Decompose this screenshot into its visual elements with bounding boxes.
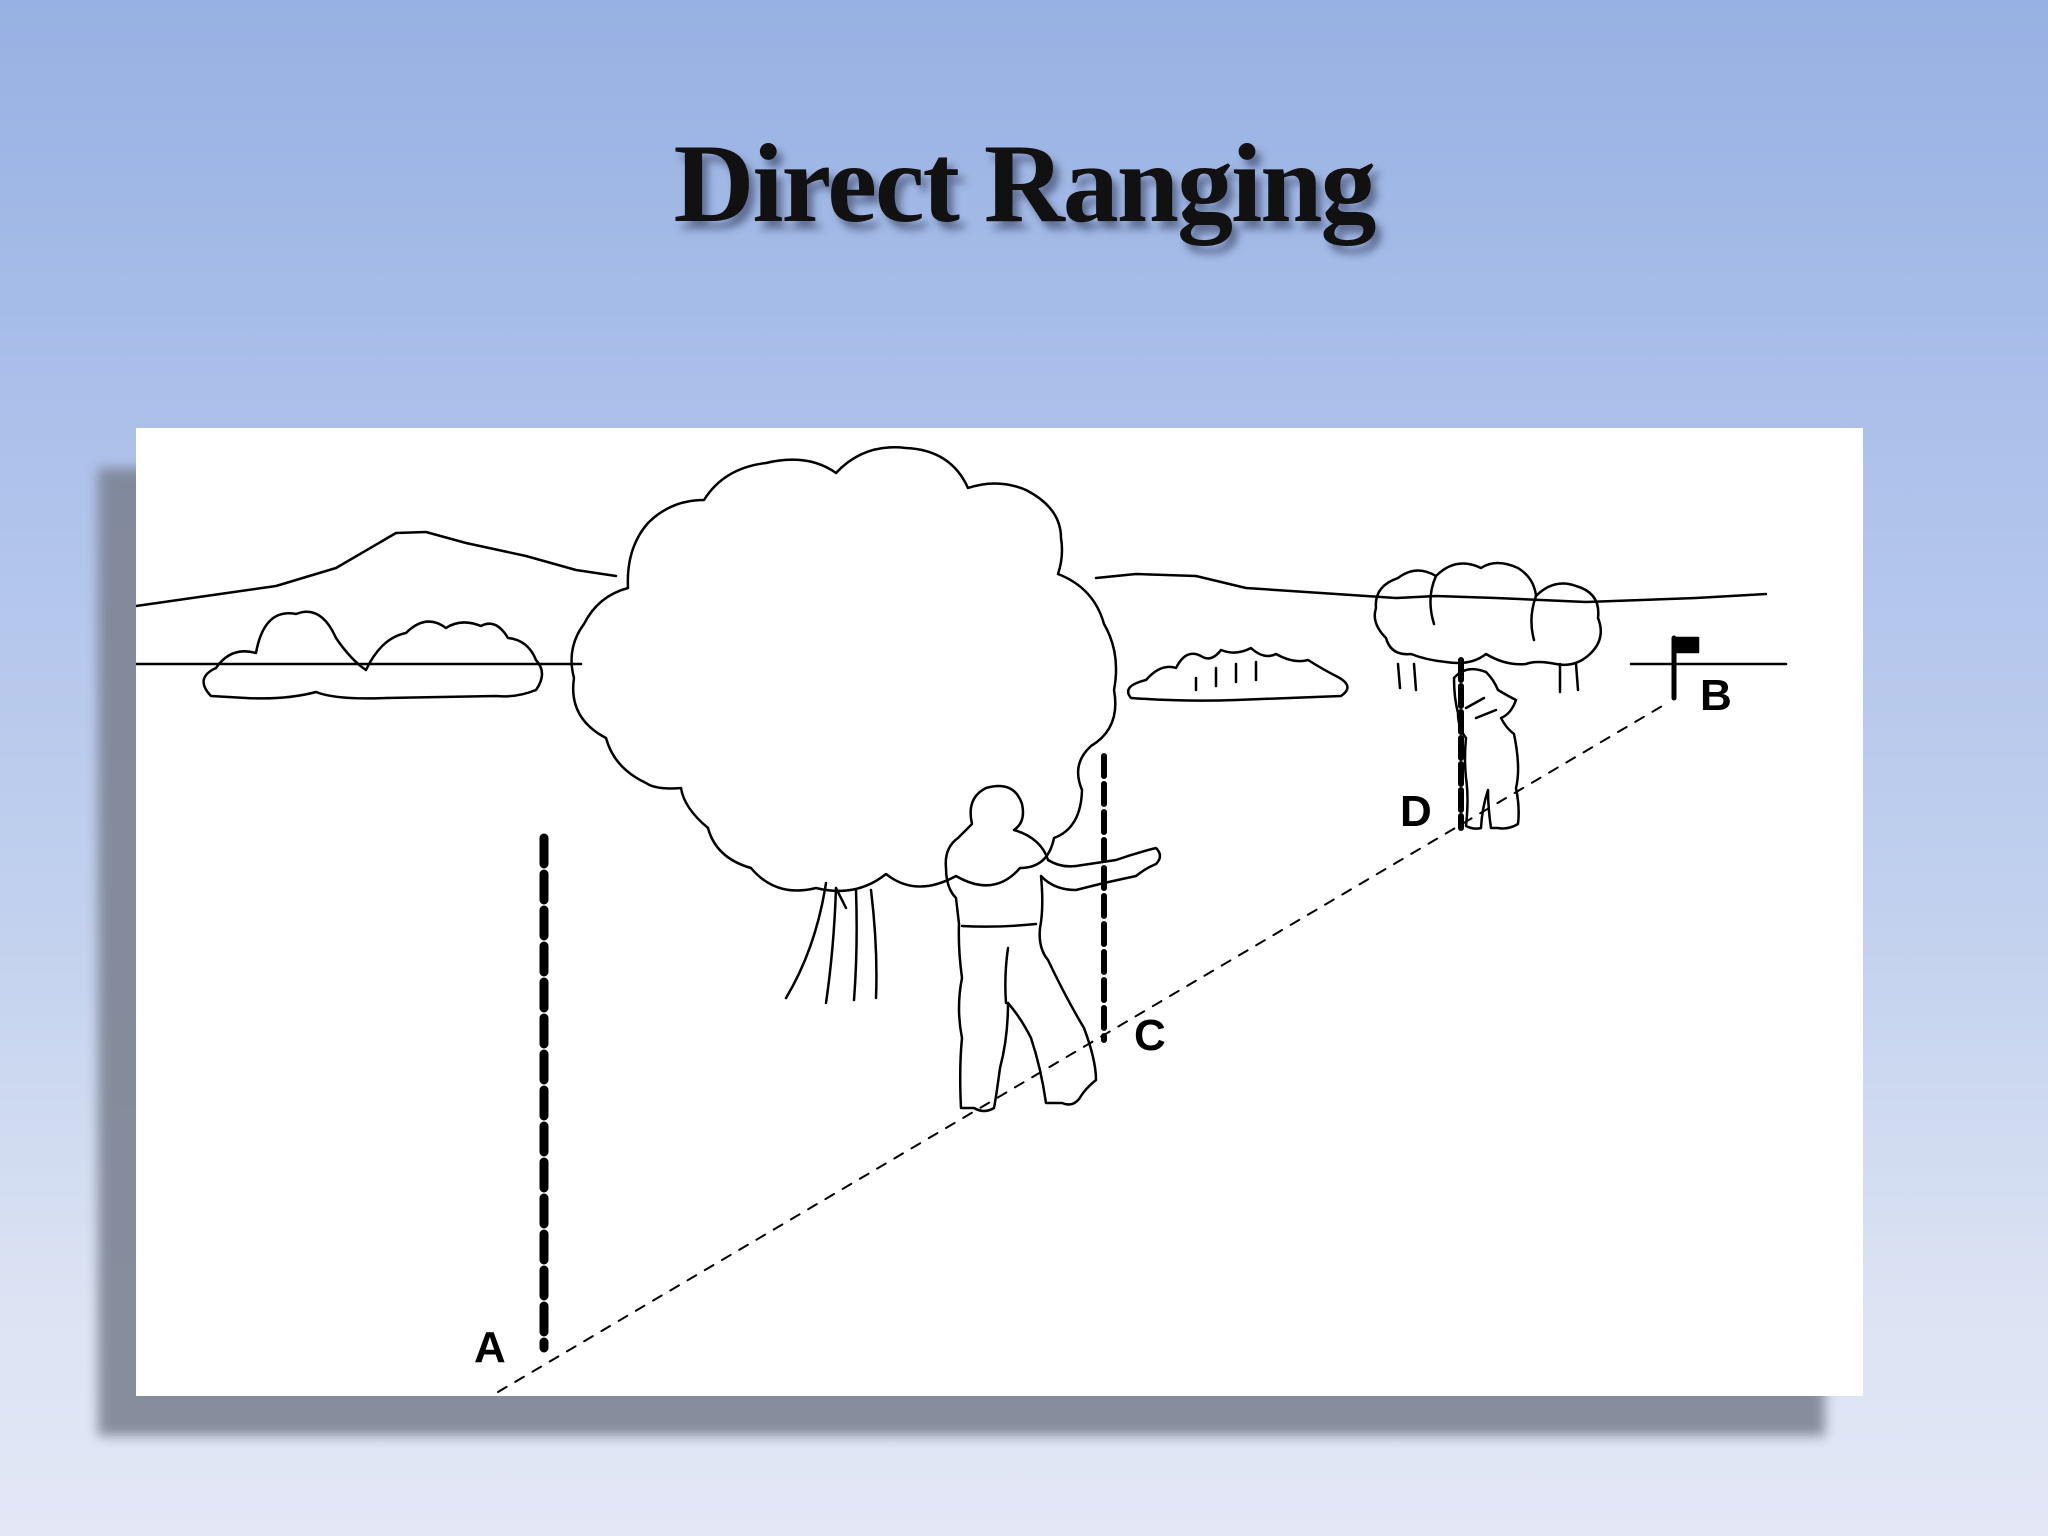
left-hill	[136, 530, 618, 608]
left-bushes	[202, 610, 544, 700]
surveyor-d	[1452, 667, 1520, 830]
large-tree-trunk	[784, 881, 878, 1005]
chain-line	[497, 701, 1670, 1393]
tree-cluster	[1373, 561, 1603, 667]
point-label-a: A	[474, 1323, 506, 1372]
flag-b-flag	[1672, 636, 1700, 654]
tree-cluster-trunks	[1396, 662, 1580, 694]
large-tree-crown	[570, 446, 1118, 893]
surveyor-c	[944, 784, 1162, 1113]
direct-ranging-drawing: A B C D	[136, 446, 1788, 1393]
surveyor-d-arms	[1464, 696, 1498, 720]
surveyor-c-detail	[960, 922, 1038, 1005]
point-label-d: D	[1400, 787, 1432, 836]
slide-title: Direct Ranging	[673, 122, 1377, 246]
right-bush-trunks	[1194, 660, 1258, 692]
right-bushes	[1126, 646, 1349, 702]
right-hill	[1094, 572, 1768, 604]
direct-ranging-figure: A B C D	[136, 428, 1863, 1396]
tree-cluster-inner	[1429, 574, 1538, 642]
point-label-c: C	[1134, 1011, 1166, 1060]
point-label-b: B	[1700, 671, 1732, 720]
